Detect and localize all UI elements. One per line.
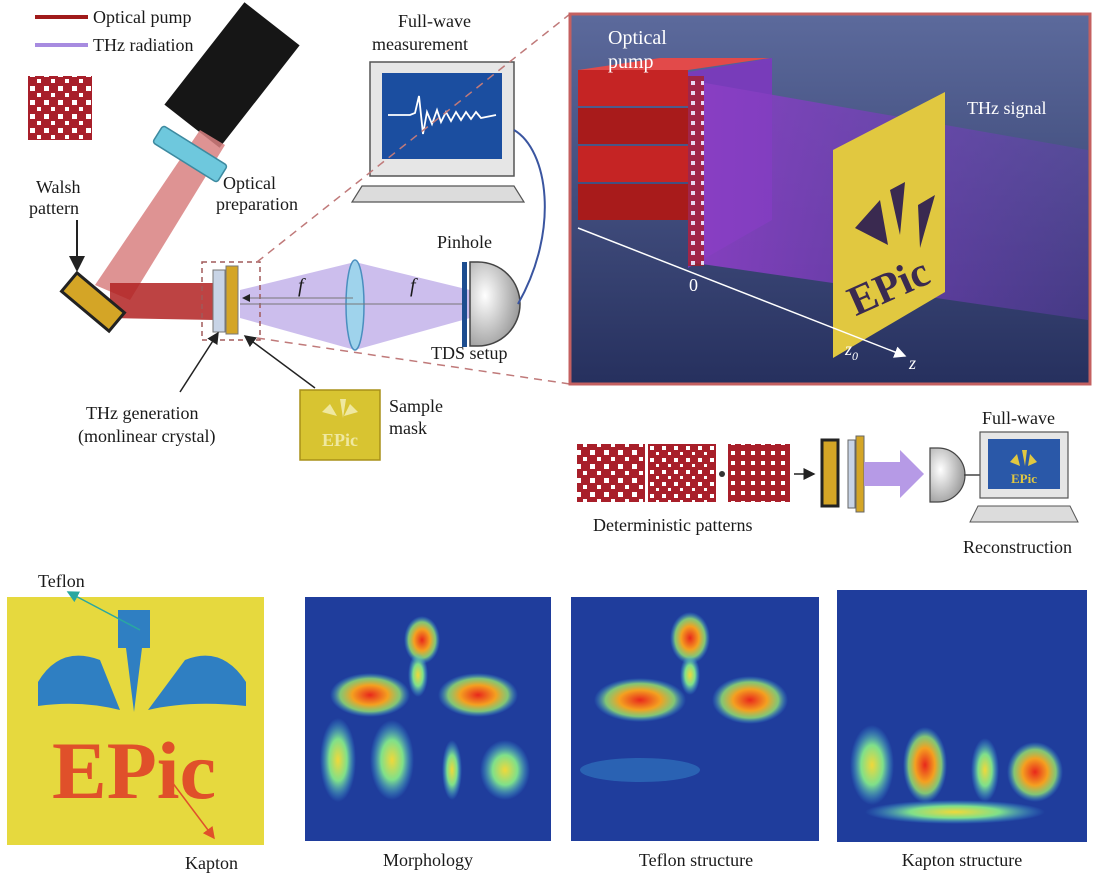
walsh-pattern-image	[28, 76, 92, 140]
optical-preparation-label-line1: Optical	[223, 173, 276, 193]
reconstruction-pipeline: Deterministic patterns EPic Full-wave Re…	[577, 408, 1079, 557]
thz-generation-arrow	[179, 331, 219, 393]
inset-origin: 0	[689, 275, 698, 295]
focal-label-right: f	[410, 275, 418, 297]
tds-setup-label: TDS setup	[431, 343, 508, 363]
dashed-box	[201, 261, 261, 341]
measurement-computer	[350, 61, 546, 305]
z-axis	[577, 227, 907, 358]
patterns-label: Deterministic patterns	[593, 515, 752, 535]
pinhole	[462, 262, 467, 347]
heatmap-teflon	[571, 597, 819, 841]
sample-mask-arrow	[243, 335, 316, 389]
thz-beam-cone-2	[355, 262, 470, 350]
pattern-1	[577, 444, 645, 502]
heatmap-kapton	[837, 590, 1087, 842]
optical-preparation-label-line2: preparation	[216, 194, 298, 214]
inset-thz-signal: THz signal	[967, 98, 1046, 118]
pipeline-full-wave: Full-wave	[982, 408, 1055, 428]
detector	[469, 261, 521, 347]
pipeline-keyboard	[969, 505, 1079, 523]
pinhole-label: Pinhole	[437, 232, 492, 252]
inset-optical-pump-line2: pump	[608, 51, 654, 73]
kapton-label: Kapton	[185, 853, 238, 873]
sample-mask-element	[225, 265, 239, 335]
sample-mask-label-line2: mask	[389, 418, 427, 438]
inset-optical-pump-line1: Optical	[608, 27, 667, 49]
pipeline-monitor-screen	[988, 439, 1060, 489]
panel-label-morphology: Morphology	[383, 850, 473, 870]
propagation-inset: EPic Optical pump THz signal 0 z0 z	[568, 12, 1092, 386]
teflon-arrow	[66, 591, 141, 631]
pipeline-thz-arrow	[864, 450, 924, 498]
sample-epic-text: EPic	[52, 725, 216, 816]
panel-label-teflon: Teflon structure	[639, 850, 753, 870]
monitor-screen	[382, 73, 502, 159]
waveform	[388, 95, 497, 135]
pipeline-detector	[929, 447, 966, 503]
teflon-motif	[38, 610, 246, 712]
inset-mask-motif	[855, 182, 935, 248]
pipeline-crystal	[847, 439, 856, 509]
inset-z-axis-label: z	[908, 353, 916, 373]
pipeline-monitor-text: EPic	[1011, 471, 1037, 486]
optical-beam-horizontal	[110, 283, 215, 320]
optical-pump-bars	[578, 58, 770, 220]
dmd-mirror	[59, 270, 127, 334]
sample-mask-icon-text: EPic	[322, 430, 358, 450]
sample-mask-label-line1: Sample	[389, 396, 443, 416]
pattern-separator-dot	[719, 471, 725, 477]
slab-checker	[688, 76, 704, 266]
keyboard	[350, 185, 526, 203]
zoom-connector-top	[256, 13, 571, 263]
lens	[345, 259, 365, 351]
heatmap-morphology	[305, 597, 551, 841]
zoom-connector-bottom	[256, 337, 571, 385]
walsh-pattern-label-line2: pattern	[29, 198, 79, 218]
thz-generation-label-line1: THz generation	[86, 403, 198, 423]
setup-diagram: Walsh pattern Optical preparation f f Pi…	[28, 2, 546, 461]
legend-optical-label: Optical pump	[93, 7, 191, 27]
sample-mask-icon	[299, 389, 381, 461]
pipeline-reconstruction: Reconstruction	[963, 537, 1072, 557]
optical-beam-diagonal	[95, 130, 225, 300]
pipeline-monitor-motif	[1010, 450, 1037, 466]
thz-beam-cone	[240, 262, 355, 350]
pipeline-mask	[855, 435, 865, 513]
legend-thz-label: THz radiation	[93, 35, 193, 55]
pattern-3	[728, 444, 790, 502]
inset-mask-plane	[833, 92, 945, 358]
optical-preparation-element	[152, 125, 228, 183]
pipeline-dmd	[820, 438, 840, 508]
kapton-arrow	[171, 781, 215, 840]
results-row: EPic Teflon Kapton Morphology Teflon	[7, 571, 1087, 873]
panel-label-kapton: Kapton structure	[902, 850, 1022, 870]
nonlinear-crystal	[212, 269, 226, 333]
pattern-2	[648, 444, 716, 502]
measurement-label-line2: measurement	[372, 34, 468, 54]
inset-z0: z0	[844, 339, 858, 363]
detector-cable	[513, 129, 546, 305]
legend: Optical pump THz radiation	[35, 7, 193, 55]
focal-label-left: f	[298, 275, 306, 297]
measurement-label-line1: Full-wave	[398, 11, 471, 31]
teflon-label: Teflon	[38, 571, 85, 591]
sample-mask-icon-motif	[322, 399, 358, 418]
walsh-pattern-label-line1: Walsh	[36, 177, 81, 197]
laser-source	[164, 2, 300, 148]
thz-generation-label-line2: (monlinear crystal)	[78, 426, 215, 447]
